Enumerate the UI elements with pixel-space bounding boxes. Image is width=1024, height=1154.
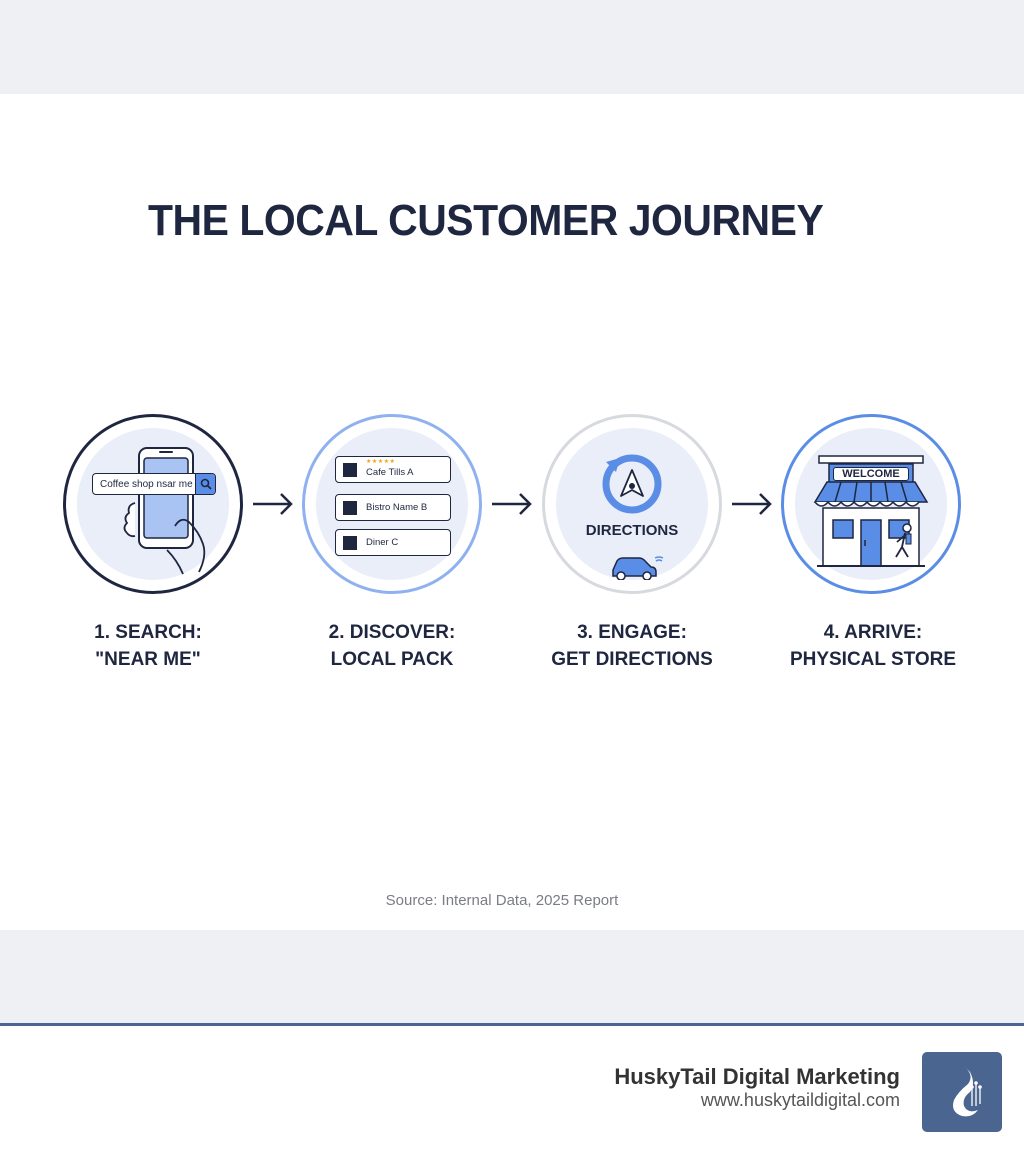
local-pack-listing: Diner C <box>335 529 451 556</box>
listing-thumbnail <box>343 462 357 477</box>
step-3-circle-fill <box>556 428 708 580</box>
step-4-circle-fill: WELCOME <box>795 428 947 580</box>
storefront-icon <box>813 455 929 567</box>
page-title: THE LOCAL CUSTOMER JOURNEY <box>148 196 824 245</box>
listing-thumbnail <box>343 500 357 515</box>
step-4-subtitle: PHYSICAL STORE <box>789 649 957 670</box>
navigation-icon <box>602 454 662 514</box>
phone-hand-icon <box>123 447 206 575</box>
step-4-label: 4. ARRIVE: PHYSICAL STORE <box>763 619 983 673</box>
arrow-right-icon <box>253 493 293 515</box>
arrow-right-icon <box>492 493 532 515</box>
search-bar-illustration: Coffee shop nsar me <box>92 473 216 495</box>
listing-thumbnail <box>343 535 357 550</box>
step-2-label: 2. DISCOVER: LOCAL PACK <box>282 619 502 673</box>
top-band <box>0 0 1024 94</box>
directions-label: DIRECTIONS <box>585 522 679 539</box>
step-1-circle <box>63 414 243 594</box>
star-rating-icon: ★★★★★ <box>366 459 396 465</box>
step-1-label: 1. SEARCH: "NEAR ME" <box>38 619 258 673</box>
brand-name: HuskyTail Digital Marketing <box>614 1064 900 1089</box>
bottom-band <box>0 930 1024 1024</box>
welcome-sign: WELCOME <box>833 467 909 481</box>
search-icon <box>195 474 215 494</box>
step-3-subtitle: GET DIRECTIONS <box>551 649 713 670</box>
source-note: Source: Internal Data, 2025 Report <box>385 892 619 909</box>
listing-name: Diner C <box>366 537 399 548</box>
step-3-label: 3. ENGAGE: GET DIRECTIONS <box>522 619 742 673</box>
husky-tail-logo-icon <box>922 1052 1002 1132</box>
step-1-circle-fill <box>77 428 229 580</box>
step-1-title: 1. SEARCH: <box>94 622 202 643</box>
arrow-right-icon <box>732 493 772 515</box>
step-4-title: 4. ARRIVE: <box>823 622 923 643</box>
brand-url[interactable]: www.huskytaildigital.com <box>700 1090 900 1110</box>
local-pack-listing: Bistro Name B <box>335 494 451 521</box>
listing-name: Cafe Tills A <box>366 467 414 478</box>
listing-name: Bistro Name B <box>366 502 428 513</box>
car-icon <box>612 556 664 580</box>
step-2-subtitle: LOCAL PACK <box>330 649 454 670</box>
local-pack-listing: ★★★★★ Cafe Tills A <box>335 456 451 483</box>
step-3-circle <box>542 414 722 594</box>
step-4-circle: WELCOME <box>781 414 961 594</box>
footer-divider <box>0 1023 1024 1026</box>
search-query-text: Coffee shop nsar me <box>100 478 193 490</box>
step-1-subtitle: "NEAR ME" <box>95 649 201 670</box>
step-2-title: 2. DISCOVER: <box>328 622 456 643</box>
footer <box>0 1026 1024 1154</box>
step-3-title: 3. ENGAGE: <box>577 622 687 643</box>
